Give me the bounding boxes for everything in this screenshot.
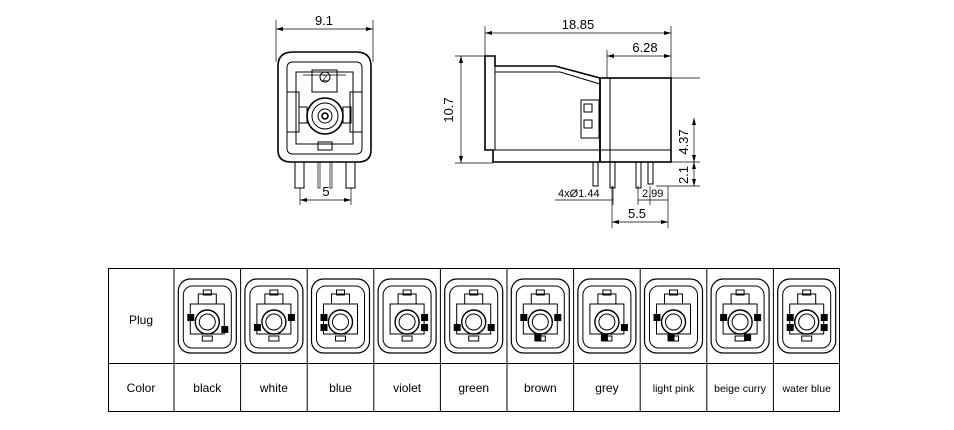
plug-color-table: Plug Color black white blue violet green brow… (108, 268, 840, 412)
plug-icon (177, 278, 237, 354)
side-view: 18.85 6.28 10.7 (441, 17, 700, 228)
pin-diameter-dim: 4xØ1.44 (558, 188, 600, 200)
plug-icon (310, 278, 371, 354)
color-label: blue (329, 381, 352, 395)
plug-icon (377, 278, 437, 354)
plug-cells: black white blue violet green brown grey light … (173, 268, 837, 412)
pin-pitch-dim: 2.99 (642, 188, 663, 200)
color-label: black (193, 381, 222, 395)
color-label: grey (595, 381, 618, 395)
color-label: white (259, 381, 288, 395)
color-label: green (458, 381, 489, 395)
front-width-dim: 9.1 (315, 13, 333, 28)
plug-icon (244, 278, 304, 354)
color-label: beige curry (714, 383, 767, 395)
color-label: brown (524, 381, 557, 395)
plug-icon (643, 278, 704, 354)
length-dim: 18.85 (562, 17, 595, 32)
height-dim: 10.7 (441, 97, 456, 122)
plug-icon (444, 278, 504, 354)
coding-mark: Z (323, 74, 328, 83)
plug-icon (577, 278, 637, 354)
row-header-plug: Plug (129, 313, 153, 327)
technical-drawing: 9.1 Z 5 (275, 13, 700, 228)
upper-dim: 4.37 (676, 129, 691, 154)
color-label: water blue (781, 383, 831, 395)
footprint-dim: 5.5 (628, 206, 646, 221)
row-header-color: Color (127, 381, 156, 395)
color-label: light pink (653, 383, 695, 395)
lower-dim: 2.1 (676, 166, 691, 184)
plug-icon (777, 278, 837, 354)
plug-icon (710, 278, 770, 354)
color-label: violet (393, 381, 422, 395)
front-view: 9.1 Z 5 (275, 13, 374, 205)
pin-spacing-dim: 5 (322, 184, 329, 199)
plug-icon (510, 278, 570, 354)
body-dim: 6.28 (632, 40, 657, 55)
